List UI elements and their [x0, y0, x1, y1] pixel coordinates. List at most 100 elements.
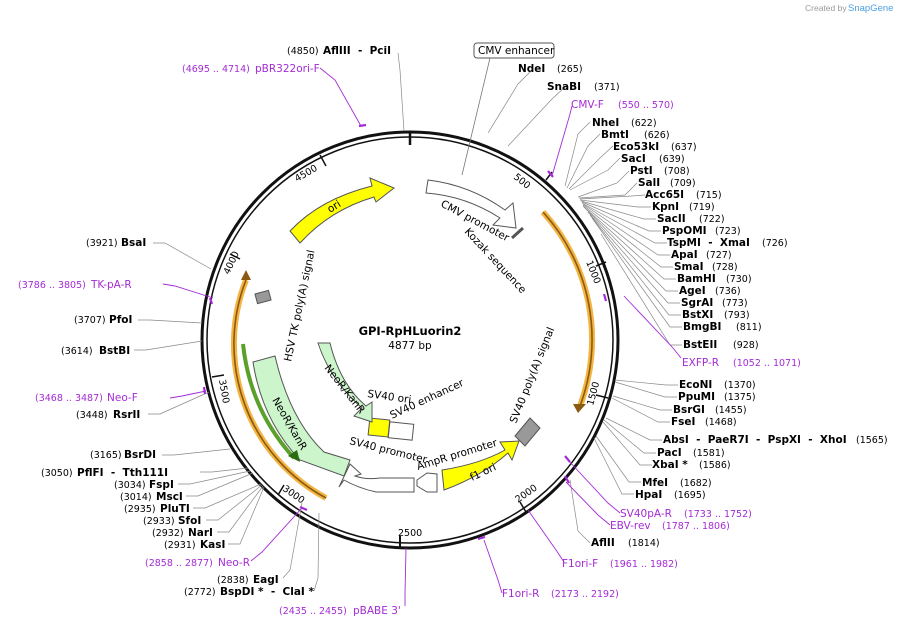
site-saci-pos: (639) — [659, 154, 685, 165]
feature-hsv-tk-polya[interactable]: HSV TK poly(A) signal — [254, 249, 318, 363]
neor-inner-label: NeoR/KanR — [322, 362, 368, 416]
site-bsrdi[interactable]: BsrDI — [124, 449, 156, 461]
site-nhei[interactable]: NheI — [592, 117, 619, 129]
site-ppumi[interactable]: PpuMI — [678, 391, 715, 403]
site-pflfi-tth111i[interactable]: PflFI - Tth111I — [77, 467, 168, 479]
leader-sgrai — [587, 211, 680, 304]
site-bstxi[interactable]: BstXI — [682, 309, 713, 321]
neor-cds-arrowhead — [288, 450, 300, 462]
primer-ebv-rev[interactable]: EBV-rev — [610, 520, 651, 532]
primer-mark-neo-f — [202, 386, 207, 395]
plasmid-name: GPI-RpHLuorin2 — [359, 324, 462, 338]
site-bmti[interactable]: BmtI — [601, 129, 629, 141]
site-bmgbi[interactable]: BmgBI — [683, 321, 721, 333]
primer-marks — [202, 123, 608, 541]
site-apai[interactable]: ApaI — [671, 249, 698, 261]
site-bsrgi[interactable]: BsrGI — [673, 404, 705, 416]
primer-f1ori-f[interactable]: F1ori-F — [562, 558, 598, 570]
leader-msci — [186, 472, 254, 497]
leader-nhei — [564, 121, 591, 187]
site-xbai[interactable]: XbaI * — [652, 459, 688, 471]
site-tspmi-xmai[interactable]: TspMI - XmaI — [667, 237, 750, 249]
leader-pflfi — [200, 467, 249, 473]
site-pluti[interactable]: PluTI — [160, 503, 190, 515]
leader-bmgbi — [591, 217, 682, 328]
site-econi[interactable]: EcoNI — [679, 379, 712, 391]
leader-pspomi — [581, 201, 661, 232]
site-bstbi[interactable]: BstBI — [99, 345, 130, 357]
left-site-leaders — [134, 52, 405, 592]
feature-sv40-polya[interactable]: SV40 poly(A) signal — [508, 326, 558, 447]
site-agei[interactable]: AgeI — [679, 285, 706, 297]
primer-pbr322ori-f[interactable]: pBR322ori-F — [255, 63, 320, 75]
feature-sv40-ori[interactable]: SV40 ori SV40 enhancer — [367, 377, 467, 441]
feature-cmv-enhancer[interactable]: CMV enhancer — [461, 42, 555, 176]
tick-1500-mark — [595, 394, 609, 399]
site-rsrii-pos: (3448) — [76, 410, 108, 421]
site-msci[interactable]: MscI — [156, 491, 183, 503]
primer-neo-r[interactable]: Neo-R — [218, 557, 250, 569]
leader-absi — [605, 417, 662, 441]
site-fspi-pos: (3034) — [114, 480, 146, 491]
primer-pbabe3[interactable]: pBABE 3' — [353, 605, 401, 617]
site-bspdi-clai[interactable]: BspDI * - ClaI * — [220, 586, 314, 598]
site-psti[interactable]: PstI — [630, 165, 653, 177]
primer-f1ori-r[interactable]: F1ori-R — [502, 588, 539, 600]
site-acc65i[interactable]: Acc65I — [645, 189, 684, 201]
site-absi-group[interactable]: AbsI - PaeR7I - PspXI - XhoI — [663, 434, 847, 446]
primer-cmv-f[interactable]: CMV-F — [571, 99, 604, 111]
site-eco53ki[interactable]: Eco53kI — [613, 141, 659, 153]
site-fspi[interactable]: FspI — [149, 479, 174, 491]
primer-leaders — [162, 67, 682, 606]
feature-ori[interactable]: ori — [289, 177, 395, 244]
site-ndei[interactable]: NdeI — [518, 63, 545, 75]
site-pspomi[interactable]: PspOMI — [662, 225, 707, 237]
primer-sv40pa-r[interactable]: SV40pA-R — [620, 508, 672, 520]
site-bamhi[interactable]: BamHI — [677, 273, 716, 285]
feature-right-orf-arc[interactable] — [540, 209, 596, 413]
site-sacii[interactable]: SacII — [657, 213, 686, 225]
site-kpni[interactable]: KpnI — [652, 201, 679, 213]
cmv-enhancer-label: CMV enhancer — [478, 45, 555, 57]
leader-rsrii — [148, 391, 210, 415]
primer-leader-neo-f — [169, 390, 207, 399]
left-orf-arrowhead — [241, 270, 251, 280]
site-pfoi[interactable]: PfoI — [109, 314, 132, 326]
site-rsrii[interactable]: RsrII — [113, 409, 140, 421]
neor-inner-arrow — [317, 342, 373, 423]
primer-neo-f[interactable]: Neo-F — [107, 392, 138, 404]
site-eagi[interactable]: EagI — [253, 574, 279, 586]
leader-bamhi — [582, 205, 676, 280]
leader-bmti — [566, 133, 601, 189]
site-bsteii[interactable]: BstEII — [683, 339, 717, 351]
site-saci[interactable]: SacI — [621, 153, 646, 165]
site-paci[interactable]: PacI — [657, 447, 682, 459]
site-smai[interactable]: SmaI — [674, 261, 704, 273]
primer-pbabe3-range: (2435 .. 2455) — [279, 606, 347, 617]
site-xbai-pos: (1586) — [699, 460, 731, 471]
primer-exfp-r[interactable]: EXFP-R — [682, 357, 719, 369]
site-snabi[interactable]: SnaBI — [547, 81, 581, 93]
site-aflii-pos: (1814) — [628, 538, 660, 549]
site-hpai[interactable]: HpaI — [635, 489, 662, 501]
leader-psti — [577, 170, 630, 198]
primer-leader-exfp-r — [623, 295, 682, 359]
primer-tk-pa-r[interactable]: TK-pA-R — [90, 279, 132, 291]
tick-2000-mark — [519, 501, 527, 513]
site-psti-pos: (708) — [664, 166, 690, 177]
feature-neor-inner[interactable]: NeoR/KanR — [317, 342, 373, 423]
site-mfei[interactable]: MfeI — [642, 477, 668, 489]
site-sgrai[interactable]: SgrAI — [681, 297, 713, 309]
left-sites: (4850) AflIII - PciI (3921) BsaI (3707) … — [41, 45, 391, 598]
site-kasi[interactable]: KasI — [200, 539, 225, 551]
neor-outer-arrow — [252, 355, 351, 477]
feature-left-orf-arc[interactable] — [230, 270, 328, 501]
site-fsei[interactable]: FseI — [671, 416, 695, 428]
site-afliii-pcii[interactable]: AflIII - PciI — [323, 45, 391, 57]
site-bsai[interactable]: BsaI — [121, 237, 146, 249]
credit-brand: SnapGene — [848, 3, 893, 14]
site-sfoi[interactable]: SfoI — [178, 515, 201, 527]
site-aflii[interactable]: AflII — [591, 537, 615, 549]
site-nari[interactable]: NarI — [188, 527, 213, 539]
site-sali[interactable]: SalI — [638, 177, 660, 189]
